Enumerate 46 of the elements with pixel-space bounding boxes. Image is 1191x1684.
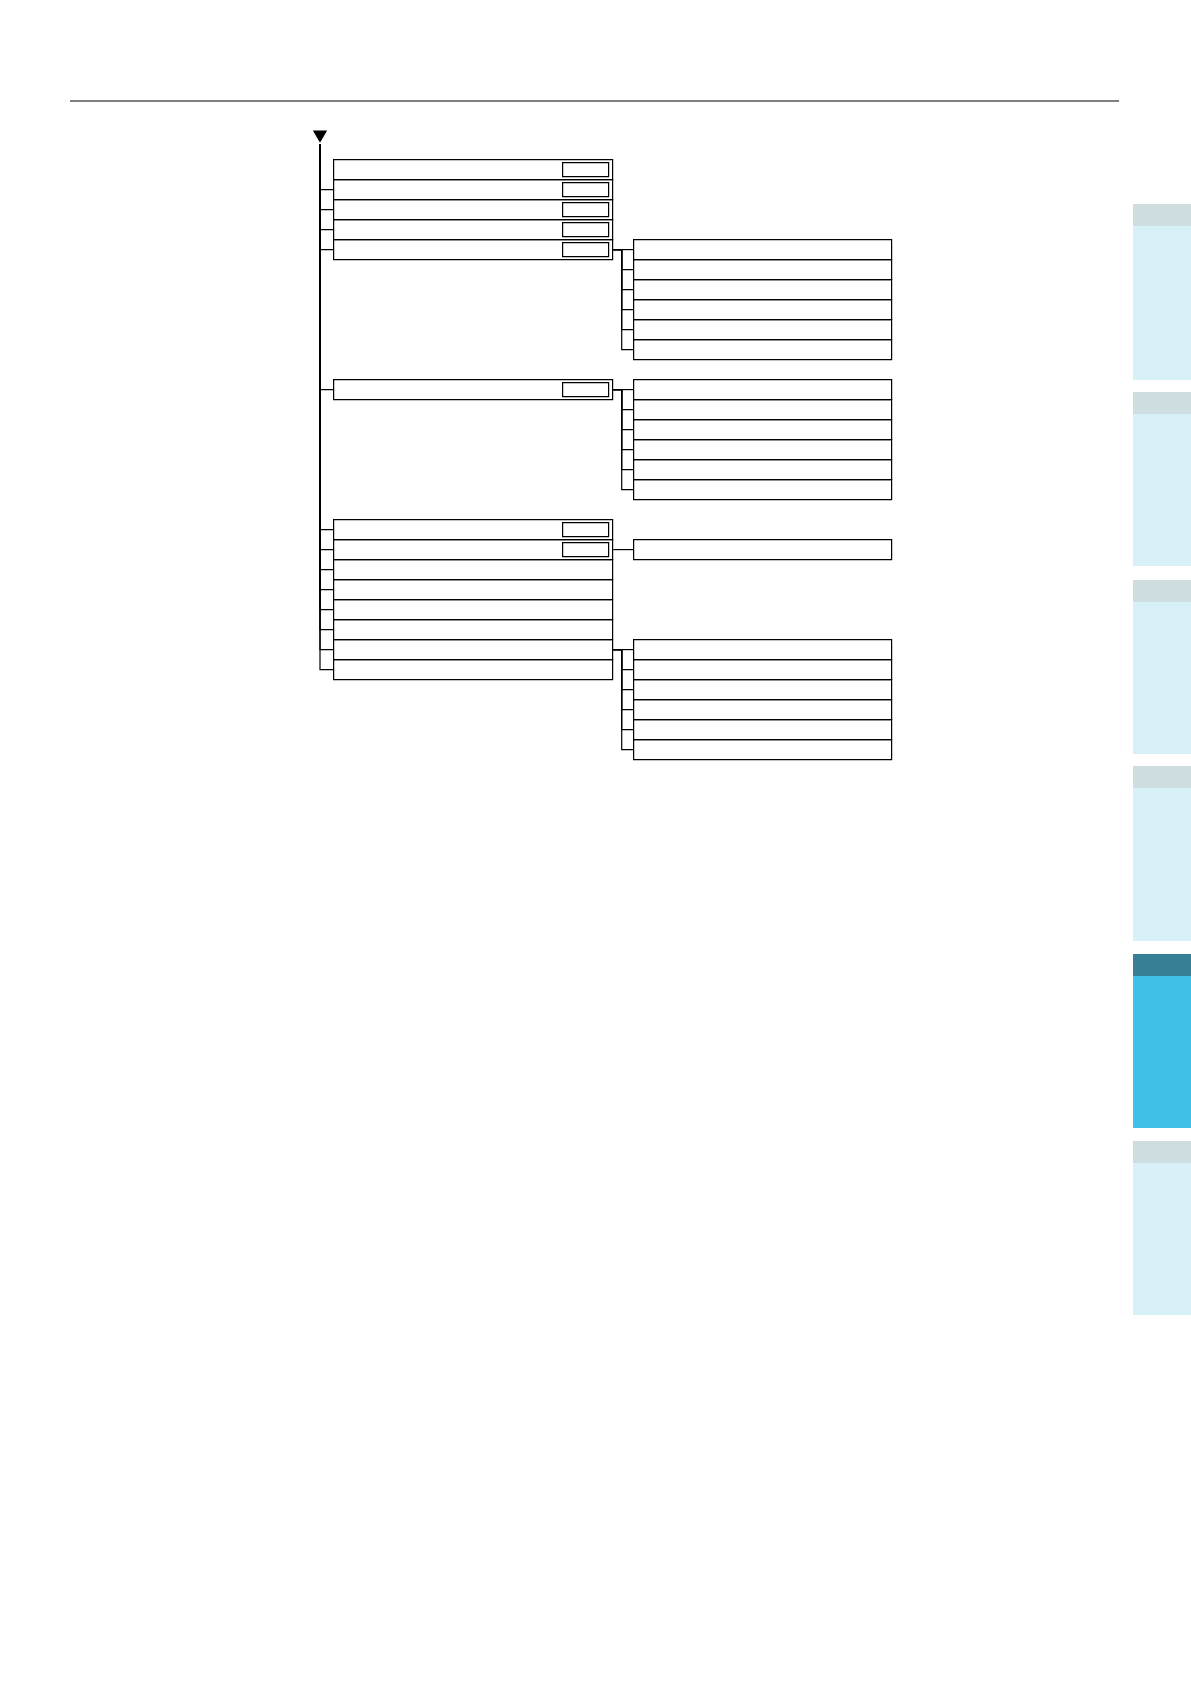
submenu-item-box: [633, 739, 893, 761]
value-field: [562, 202, 610, 218]
submenu-item-box: [633, 259, 893, 281]
value-field: [562, 382, 610, 398]
submenu-item-box: [633, 659, 893, 681]
connector-line: [612, 549, 634, 551]
value-field: [562, 182, 610, 198]
menu-item-box: [333, 379, 614, 401]
menu-item-box: [333, 619, 614, 641]
submenu-item-box: [633, 339, 893, 361]
submenu-item-box: [633, 699, 893, 721]
menu-item-box: [333, 519, 614, 541]
menu-item-box: [333, 579, 614, 601]
connector-line: [612, 389, 634, 491]
menu-item-box: [333, 659, 614, 681]
value-field: [562, 162, 610, 178]
value-field: [562, 542, 610, 558]
submenu-item-box: [633, 539, 893, 561]
submenu-item-box: [633, 379, 893, 401]
submenu-item-box: [633, 239, 893, 261]
submenu-item-box: [633, 279, 893, 301]
submenu-item-box: [633, 399, 893, 421]
menu-item-box: [333, 539, 614, 561]
value-field: [562, 522, 610, 538]
menu-item-box: [333, 599, 614, 621]
value-field: [562, 242, 610, 258]
menu-item-box: [333, 639, 614, 661]
submenu-item-box: [633, 639, 893, 661]
submenu-item-box: [633, 679, 893, 701]
connector-line: [612, 649, 634, 751]
menu-item-box: [333, 159, 614, 181]
value-field: [562, 222, 610, 238]
triangle-marker: [312, 130, 328, 143]
submenu-item-box: [633, 319, 893, 341]
submenu-item-box: [633, 439, 893, 461]
submenu-item-box: [633, 479, 893, 501]
menu-item-box: [333, 559, 614, 581]
menu-item-box: [333, 239, 614, 261]
connector-line: [612, 249, 634, 351]
menu-item-box: [333, 219, 614, 241]
submenu-item-box: [633, 719, 893, 741]
submenu-item-box: [633, 459, 893, 481]
menu-item-box: [333, 199, 614, 221]
submenu-item-box: [633, 419, 893, 441]
submenu-item-box: [633, 299, 893, 321]
menu-item-box: [333, 179, 614, 201]
